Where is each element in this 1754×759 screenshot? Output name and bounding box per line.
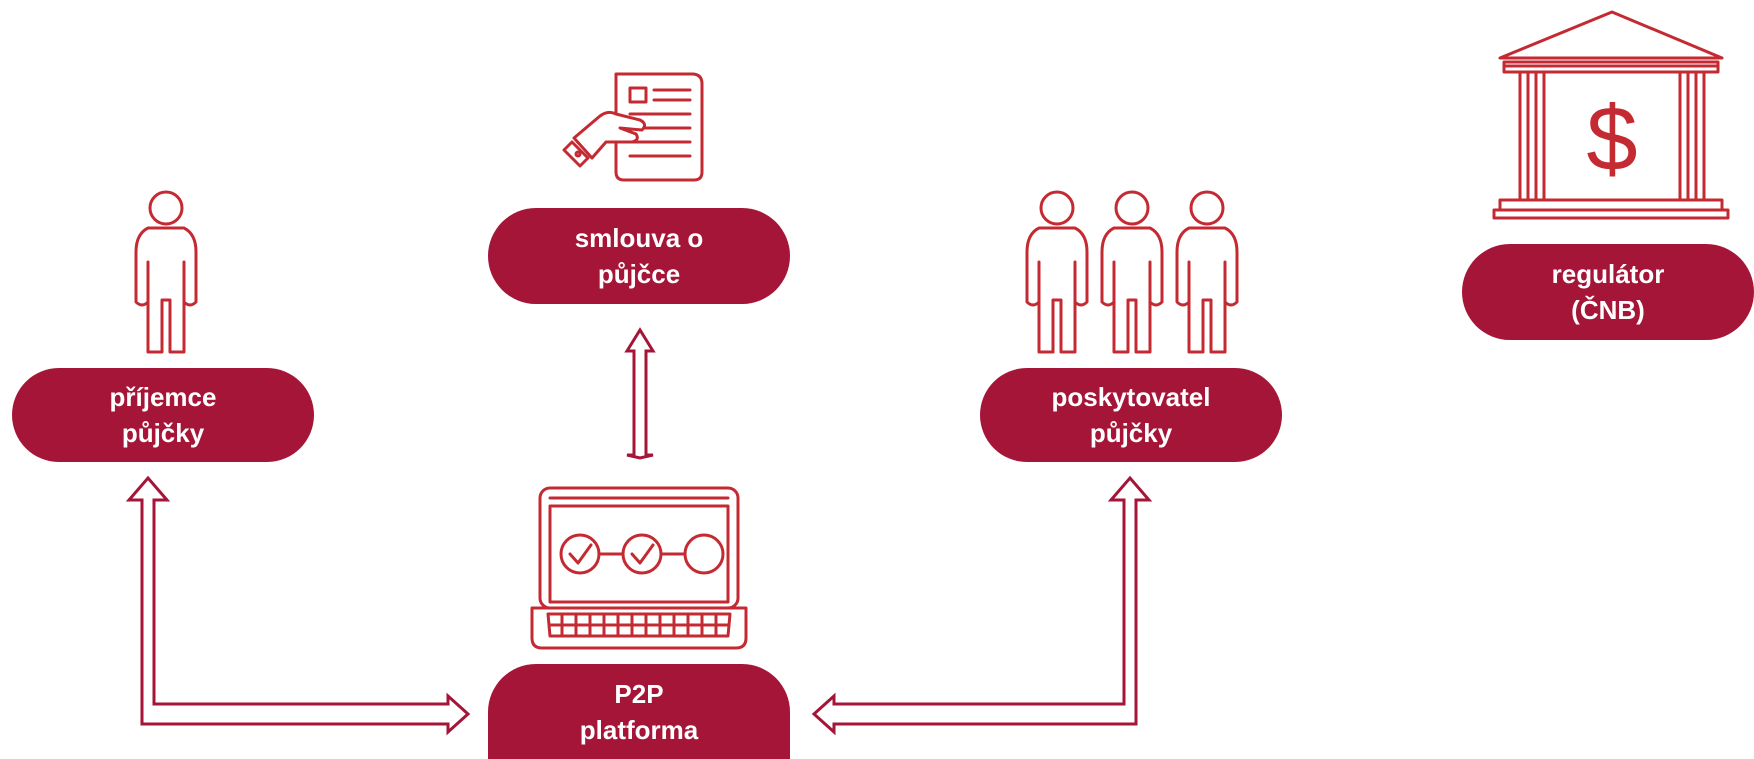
node-platform: P2P platforma bbox=[488, 664, 790, 759]
lender-platform-arrow bbox=[811, 475, 1153, 736]
lender-label-line1: poskytovatel bbox=[1051, 382, 1211, 412]
contract-label-line1: smlouva o bbox=[574, 223, 704, 253]
node-contract: smlouva o půjčce bbox=[488, 208, 790, 304]
person-icon bbox=[134, 190, 198, 354]
laptop-checklist-icon bbox=[530, 486, 748, 650]
lender-label-line2: půjčky bbox=[1089, 418, 1173, 448]
node-borrower: příjemce půjčky bbox=[12, 368, 314, 462]
contract-hand-icon bbox=[562, 72, 704, 182]
regulator-label-line1: regulátor bbox=[1551, 259, 1665, 289]
regulator-label-line2: (ČNB) bbox=[1571, 295, 1645, 325]
borrower-label-line1: příjemce bbox=[109, 382, 217, 412]
node-regulator: regulátor (ČNB) bbox=[1462, 244, 1754, 340]
borrower-platform-arrow bbox=[125, 475, 471, 736]
node-lender: poskytovatel půjčky bbox=[980, 368, 1282, 462]
bank-dollar-icon: $ bbox=[1492, 10, 1730, 220]
platform-label-line1: P2P bbox=[614, 678, 664, 709]
group-of-people-icon bbox=[1025, 190, 1239, 354]
svg-text:$: $ bbox=[1586, 88, 1637, 190]
borrower-label-line2: půjčky bbox=[121, 418, 205, 448]
platform-label-line2: platforma bbox=[579, 714, 699, 745]
contract-label-line2: půjčce bbox=[597, 259, 681, 289]
contract-platform-arrow bbox=[624, 327, 656, 460]
